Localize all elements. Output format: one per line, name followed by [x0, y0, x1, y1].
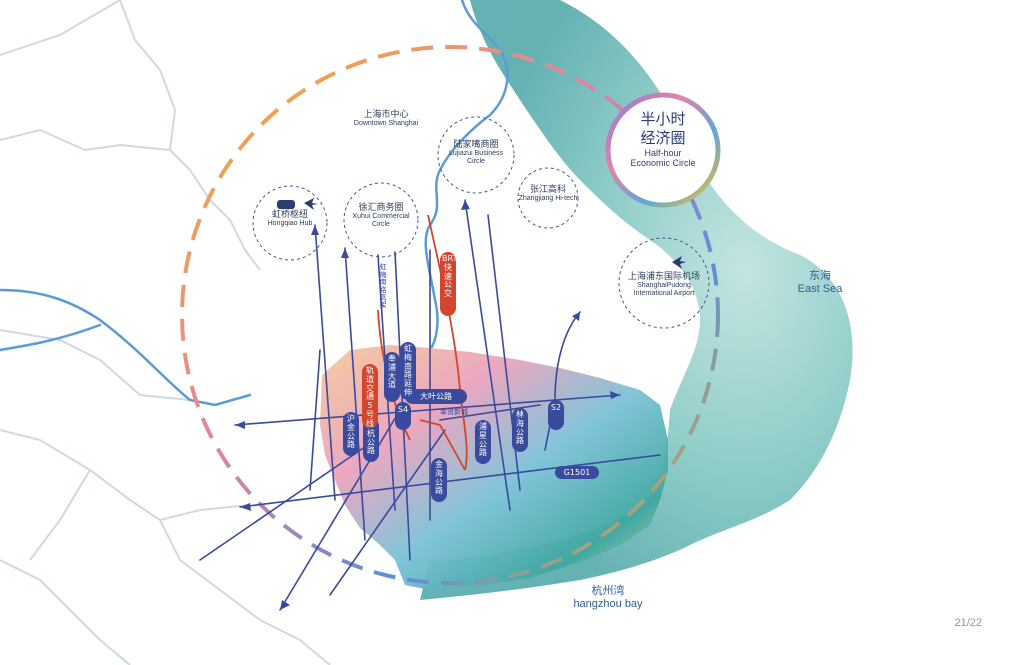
bay-en: hangzhou bay [573, 597, 643, 610]
road-tag-hongmei: 虹梅南路延伸 [400, 342, 416, 400]
road-tag-humin2: 沪金公路 [343, 412, 359, 456]
half-cn-1: 半小时 [640, 110, 686, 128]
xuhui-en-1: Xuhui Commercial [352, 213, 410, 221]
half-en-1: Half-hour [644, 147, 682, 158]
zhangjiang-label: 张江高科 Zhangjiang Hi-tech [513, 185, 583, 203]
lujiazui-cn: 陆家嘴商圈 [453, 140, 499, 150]
downtown-label: 上海市中心 Downtown Shanghai [344, 110, 428, 128]
road-tag-fengpu: 奉浦大道 [384, 352, 400, 402]
hongqiao-cn: 虹桥枢纽 [271, 210, 308, 220]
hongqiao-label: 虹桥枢纽 Hongqiao Hub [254, 210, 326, 228]
hangzhou-bay-label: 杭州湾 hangzhou bay [560, 584, 656, 610]
lujiazui-en-1: Lujiazui Business [448, 150, 504, 158]
road-tag-pudong-road: 浦星公路 [475, 420, 491, 464]
district-boundaries [0, 0, 331, 665]
lujiazui-label: 陆家嘴商圈 Lujiazui Business Circle [436, 140, 516, 166]
east-sea-label: 东海 East Sea [780, 269, 860, 295]
east-sea-en: East Sea [797, 282, 843, 295]
half-hour-ring [180, 45, 720, 585]
xuhui-en-2: Circle [372, 221, 390, 229]
east-sea [420, 0, 853, 600]
pudong-cn: 上海浦东国际机场 [627, 272, 700, 282]
road-tag-metro5: 轨道交通5号线 [362, 364, 378, 428]
lujiazui-en-2: Circle [467, 158, 485, 166]
pudong-airport-label: 上海浦东国际机场 ShanghaiPudong International Ai… [614, 272, 714, 298]
train-icon [277, 200, 295, 209]
arrowheads [235, 200, 620, 610]
zhangjiang-cn: 张江高科 [529, 185, 566, 195]
page-number: 21/22 [954, 617, 982, 629]
half-cn-2: 经济圈 [640, 128, 686, 147]
zhangjiang-en: Zhangjiang Hi-tech [518, 195, 578, 203]
road-tag-jinhai: 金海公路 [431, 458, 447, 502]
downtown-cn: 上海市中心 [363, 110, 409, 120]
road-tag-g1501: G1501 [555, 466, 599, 479]
road-tag-s4: S4 [395, 402, 411, 430]
road-tag-brt: BRT快速公交 [440, 252, 457, 316]
hongqiao-en: Hongqiao Hub [267, 220, 313, 228]
xuhui-cn: 徐汇商务圈 [358, 203, 404, 213]
hongmei-viaduct-label: 虹梅南路高架 [379, 263, 387, 310]
road-arrows [199, 199, 661, 611]
half-hour-circle-label: 半小时 经济圈 Half-hour Economic Circle [604, 110, 722, 168]
road-tag-s2: S2 [548, 400, 564, 430]
east-sea-cn: 东海 [809, 269, 831, 282]
area-circles [252, 116, 710, 329]
road-tag-dayegonglu: 大叶公路 [405, 389, 467, 404]
half-en-2: Economic Circle [630, 157, 696, 168]
pudong-en-2: International Airport [633, 290, 695, 298]
plane-icons [304, 198, 686, 269]
road-tag-linhai: 林海公路 [512, 408, 528, 452]
bay-cn: 杭州湾 [591, 584, 625, 597]
half-hour-badge-ring [605, 92, 721, 208]
pudong-en-1: ShanghaiPudong [637, 282, 691, 290]
xuhui-label: 徐汇商务圈 Xuhui Commercial Circle [341, 203, 421, 229]
downtown-en: Downtown Shanghai [353, 120, 419, 128]
rivers [0, 0, 509, 407]
fengxian-new-city-label: 奉贤新城 [440, 408, 468, 416]
